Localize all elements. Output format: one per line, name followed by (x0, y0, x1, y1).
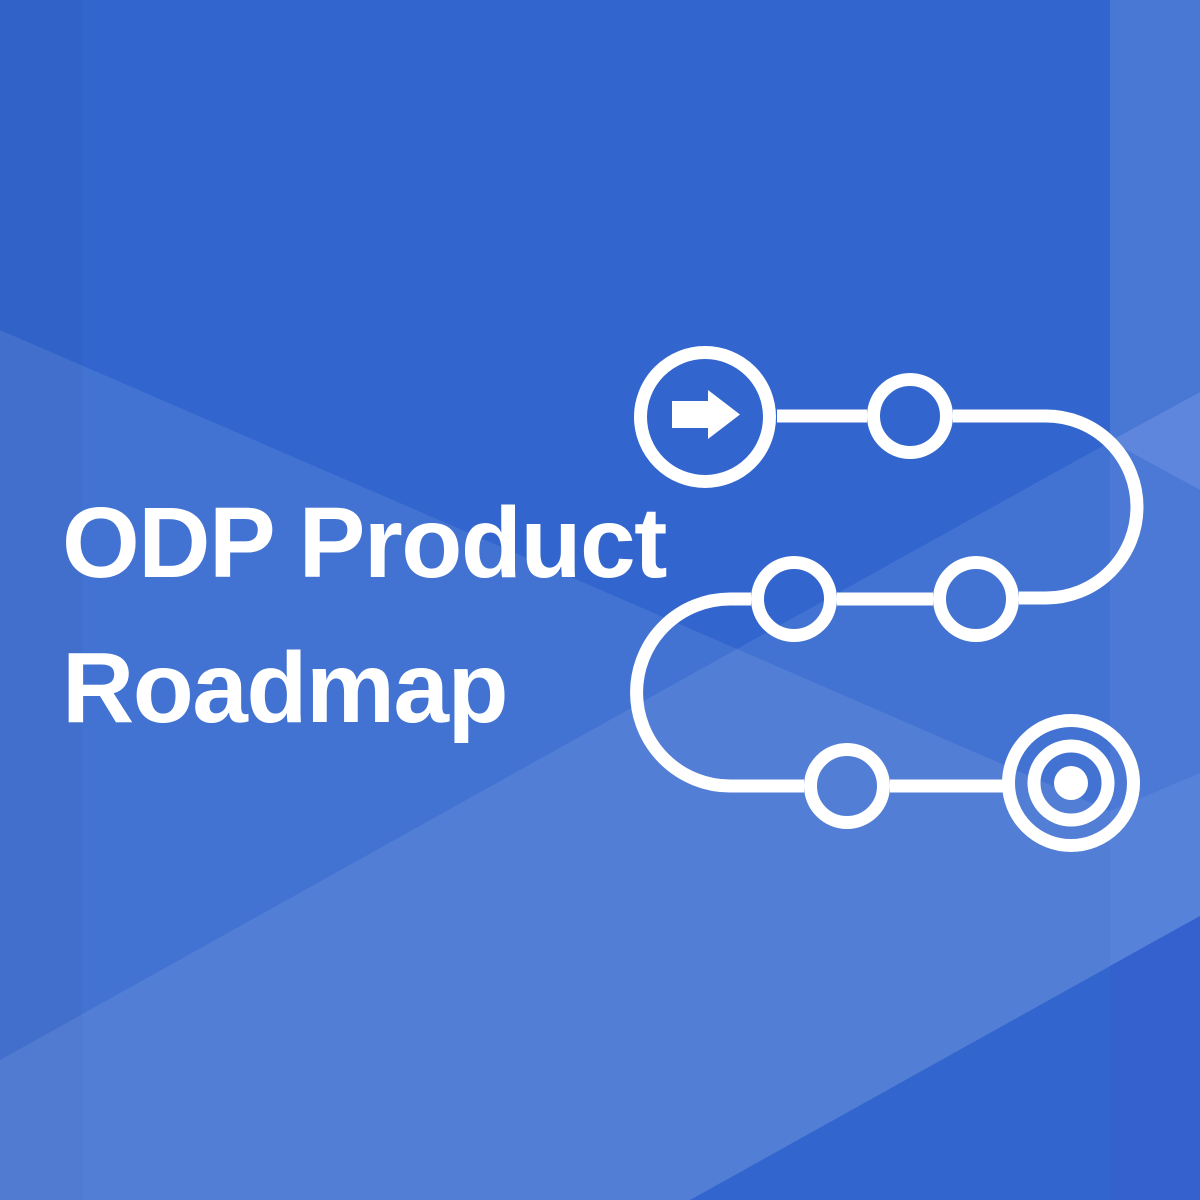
milestone-circle-3 (933, 556, 1019, 642)
band-bottom (1110, 916, 1200, 1200)
roadmap-icon (630, 346, 1144, 852)
milestone-circle-1 (867, 373, 953, 459)
band-mid-lower (1110, 773, 1200, 966)
target-icon (1002, 714, 1140, 852)
milestone-circle-4 (804, 743, 890, 829)
overlay-triangle-left (0, 330, 737, 1060)
overlay-triangle-right (737, 392, 1200, 850)
title-line-1: ODP Product (62, 487, 667, 599)
title-line-2: Roadmap (62, 632, 509, 744)
start-circle (634, 346, 776, 488)
milestone-circle-2 (751, 556, 837, 642)
target-center-dot (1054, 766, 1088, 800)
start-arrow-icon (672, 390, 740, 439)
banner-title: ODP Product Roadmap (62, 471, 667, 761)
route-segment-right-curve (953, 409, 1144, 605)
right-edge-band (1110, 0, 1200, 1200)
band-top (1110, 0, 1200, 441)
target-outer-ring (1002, 714, 1140, 852)
band-bright-wedge (1110, 392, 1200, 490)
target-middle-ring (1027, 739, 1115, 827)
route-segment-left-curve (630, 592, 804, 793)
